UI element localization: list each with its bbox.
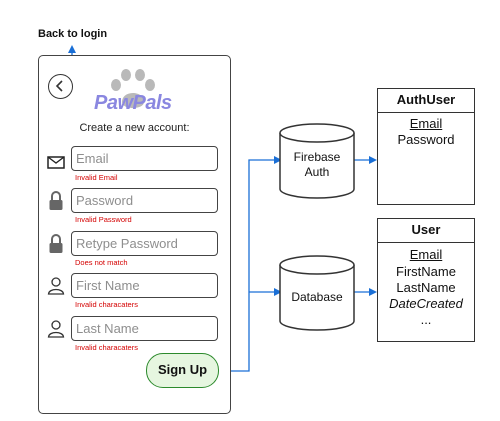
mail-icon [47,156,65,169]
email-field[interactable]: Email [71,146,218,171]
last-name-field[interactable]: Last Name [71,316,218,341]
signup-to-firebase-connector [219,156,282,372]
first-name-field[interactable]: First Name [71,273,218,298]
authuser-attr-password: Password [397,132,455,147]
back-to-login-link[interactable]: Back to login [38,28,108,40]
password-error: Invalid Password [75,215,132,224]
database-cylinder [279,255,355,331]
last-name-error: Invalid characaters [75,343,138,352]
chevron-left-icon [55,80,63,92]
user-attr-more: ... [420,312,432,327]
sign-up-button[interactable]: Sign Up [146,353,219,388]
lock-icon [49,191,63,210]
authuser-title: AuthUser [378,89,474,113]
back-button[interactable] [48,74,73,99]
person-icon [47,320,65,338]
paw-logo-icon [111,69,155,108]
retype-password-error: Does not match [75,258,128,267]
password-field[interactable]: Password [71,188,218,213]
first-name-error: Invalid characaters [75,300,138,309]
user-title: User [378,219,474,243]
person-icon [47,277,65,295]
lock-icon [49,234,63,253]
user-attr-firstname: FirstName [396,264,456,279]
firebase-auth-cylinder [279,123,355,199]
user-attr-email: Email [409,247,443,262]
authuser-attr-email: Email [409,116,443,131]
database-label: Database [291,290,343,304]
form-subtitle: Create a new account: [79,122,190,134]
user-attr-datecreated: DateCreated [389,296,463,311]
email-error: Invalid Email [75,173,118,182]
firebase-label-line2: Auth [304,165,330,179]
retype-password-field[interactable]: Retype Password [71,231,218,256]
user-attr-lastname: LastName [396,280,456,295]
app-logo-text: PawPals [94,92,172,114]
authuser-entity: AuthUser Email Password [377,88,475,205]
user-entity: User Email FirstName LastName DateCreate… [377,218,475,342]
firebase-label-line1: Firebase [293,150,341,164]
firebase-auth-label: Firebase Auth [280,150,354,180]
